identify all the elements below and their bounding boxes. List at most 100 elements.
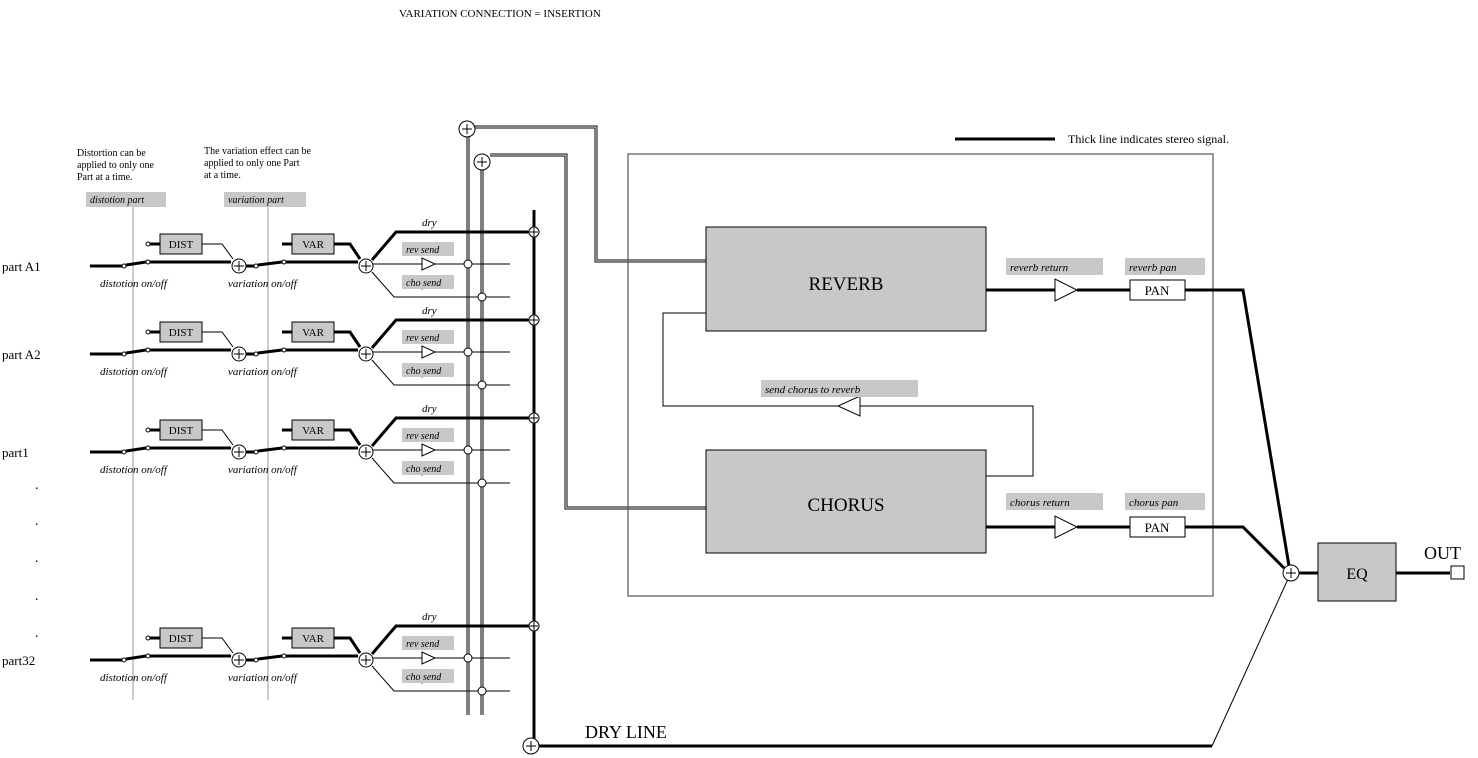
distortion-switch-alt-contact [145, 329, 151, 335]
variation-summer-plus [361, 447, 371, 457]
reverb-send-route-2 [475, 127, 706, 263]
cho-send-tag: cho send [406, 464, 442, 475]
chorus-pan-tag-bg [1125, 493, 1205, 510]
dist-output-line [202, 429, 234, 446]
distortion-switch-contact [121, 657, 127, 663]
dist-box-label: DIST [169, 239, 194, 251]
dry-label: dry [422, 217, 437, 229]
rev-send-tag: rev send [406, 431, 440, 442]
distortion-note-line-3: Part at a time. [77, 172, 133, 183]
dry-line-summer-plus [526, 741, 536, 751]
distortion-summer-plus [234, 655, 244, 665]
reverb-block [705, 226, 987, 332]
distortion-switch-blade[interactable] [125, 260, 147, 267]
cho-send-line [371, 457, 510, 484]
reverb-send-summer-plus [462, 124, 472, 134]
rev-send-amp [421, 345, 437, 359]
ellipsis-dots: . . . . . [35, 478, 39, 641]
chorus-to-eq-line [1185, 525, 1286, 570]
variation-switch-blade[interactable] [257, 260, 283, 267]
distortion-switch-label: distotion on/off [100, 366, 169, 378]
variation-switch-blade[interactable] [257, 348, 283, 355]
chorus-block-label: CHORUS [807, 495, 884, 516]
variation-switch-label: variation on/off [228, 278, 299, 290]
cho-send-junction [477, 380, 487, 390]
eq-block-label: EQ [1346, 566, 1368, 583]
eq-block [1317, 542, 1397, 602]
dry-send-line [370, 416, 534, 447]
variation-switch-contact [253, 449, 259, 455]
cho-send-tag-bg [402, 363, 454, 377]
cho-send-junction [477, 686, 487, 696]
var-output-line [334, 428, 362, 446]
rev-send-junction [463, 347, 473, 357]
variation-part-tag-bg [224, 192, 306, 207]
chorus-block [705, 449, 987, 554]
distortion-switch-contact [121, 263, 127, 269]
var-output-line [334, 636, 362, 654]
variation-switch-blade[interactable] [257, 654, 283, 661]
reverb-send-route [475, 125, 706, 261]
var-box-label: VAR [302, 633, 324, 645]
distortion-switch-contact [145, 445, 151, 451]
reverb-pan-tag-bg [1125, 258, 1205, 275]
ellipsis-dot: . [35, 626, 39, 641]
rev-send-junction [463, 259, 473, 269]
variation-part-tag: variation part [228, 195, 284, 206]
distortion-switch-contact [145, 347, 151, 353]
distortion-switch-blade[interactable] [125, 654, 147, 661]
variation-switch-contact [281, 259, 287, 265]
dist-box-label: DIST [169, 327, 194, 339]
distortion-switch-label: distotion on/off [100, 672, 169, 684]
distortion-switch-blade[interactable] [125, 446, 147, 453]
var-output-line [334, 242, 362, 260]
rev-send-tag-bg [402, 242, 454, 256]
reverb-to-eq-line [1185, 288, 1291, 567]
var-box-label: VAR [302, 327, 324, 339]
dry-label: dry [422, 403, 437, 415]
ellipsis-dot: . [35, 551, 39, 566]
distortion-summer-plus [234, 261, 244, 271]
dist-output-line [202, 331, 234, 348]
variation-switch-blade[interactable] [257, 446, 283, 453]
part-name: part A1 [2, 259, 41, 274]
variation-summer-plus [361, 655, 371, 665]
variation-summer-plus [361, 261, 371, 271]
distortion-part-tag-bg [86, 192, 166, 207]
dry-junction-plus [530, 622, 538, 630]
distortion-switch-alt-contact [145, 635, 151, 641]
dry-line-label: DRY LINE [585, 722, 667, 742]
dry-label: dry [422, 305, 437, 317]
variation-switch-contact [281, 653, 287, 659]
diagram-title: VARIATION CONNECTION = INSERTION [399, 8, 601, 20]
cho-send-tag-bg [402, 461, 454, 475]
rev-send-tag: rev send [406, 333, 440, 344]
dry-junction-plus [530, 228, 538, 236]
part-name: part1 [2, 445, 29, 460]
send-chorus-to-reverb-tag: send chorus to reverb [765, 384, 861, 396]
dry-to-mixer-line [1211, 578, 1289, 747]
dry-label: dry [422, 611, 437, 623]
chorus-send-route-2 [490, 155, 706, 510]
rev-send-tag: rev send [406, 245, 440, 256]
rev-send-tag-bg [402, 428, 454, 442]
reverb-pan-tag: reverb pan [1129, 262, 1177, 274]
var-output-line [334, 330, 362, 348]
variation-switch-contact [281, 347, 287, 353]
part-name: part32 [2, 653, 35, 668]
distortion-switch-alt-contact [145, 241, 151, 247]
part-name: part A2 [2, 347, 41, 362]
variation-switch-label: variation on/off [228, 672, 299, 684]
chorus-send-summer-plus [477, 157, 487, 167]
distortion-switch-contact [121, 351, 127, 357]
distortion-switch-alt-contact [145, 427, 151, 433]
distortion-switch-contact [145, 259, 151, 265]
cho-send-line [371, 665, 510, 692]
rev-send-amp [421, 257, 437, 271]
variation-switch-contact [253, 351, 259, 357]
chorus-to-reverb-line [860, 405, 1034, 477]
distortion-switch-blade[interactable] [125, 348, 147, 355]
